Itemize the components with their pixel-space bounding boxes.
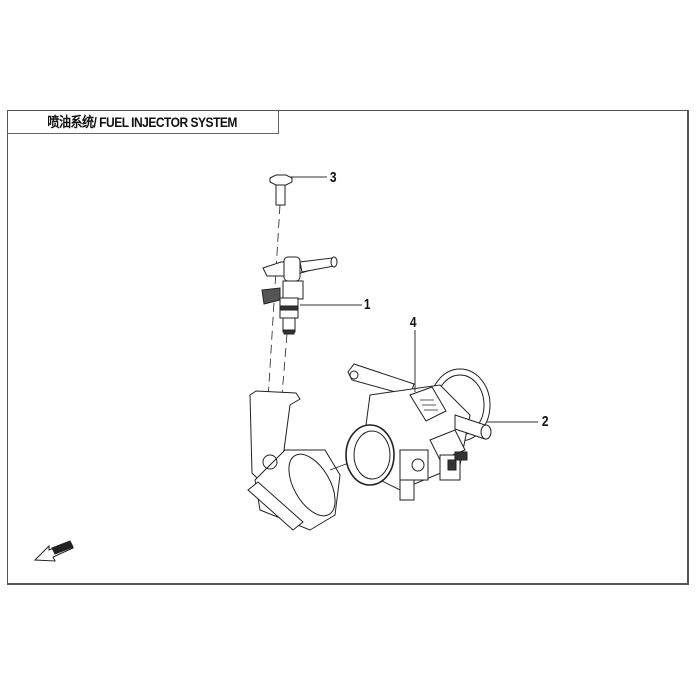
title-box: 喷油系统/ FUEL INJECTOR SYSTEM <box>7 110 279 134</box>
callout-4: 4 <box>409 314 417 331</box>
callout-2: 2 <box>541 413 549 430</box>
intake-boot-part <box>247 390 371 531</box>
diagram-title: 喷油系统/ FUEL INJECTOR SYSTEM <box>47 113 238 130</box>
callout-1: 1 <box>363 296 371 313</box>
diagram-frame <box>7 110 689 585</box>
throttle-body-part <box>345 363 492 501</box>
callout-3: 3 <box>329 169 337 186</box>
fuel-injector-part <box>261 256 338 396</box>
fwd-direction-icon <box>33 540 74 562</box>
bolt-part <box>267 174 293 401</box>
